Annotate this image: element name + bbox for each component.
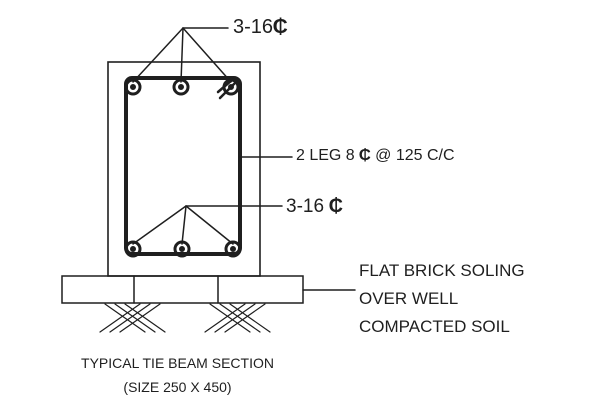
bottom-bars [124, 240, 242, 258]
top-bars-leader [132, 27, 232, 83]
top-bars-text: 3-16 [233, 16, 274, 38]
soil-hatch-left [99, 303, 166, 333]
caption-size: (SIZE 250 X 450) [123, 379, 232, 395]
stirrup-label: 2 LEG 8 ₵ @ 125 C/C [296, 147, 455, 165]
soling-line-1: FLAT BRICK SOLING [359, 261, 525, 280]
bar-symbol-icon: ₵ [328, 196, 344, 217]
stirrup-text: 2 LEG 8 [296, 147, 355, 164]
top-bars [124, 78, 240, 96]
stirrup [124, 76, 242, 256]
soling-label: FLAT BRICK SOLING OVER WELL COMPACTED SO… [359, 257, 525, 341]
caption-title: TYPICAL TIE BEAM SECTION [81, 355, 274, 371]
soling-line-2: OVER WELL [359, 289, 459, 308]
bottom-bars-text: 3-16 [286, 196, 325, 217]
stirrup-spacing-text: @ 125 C/C [375, 147, 455, 164]
soling-line-3: COMPACTED SOIL [359, 317, 510, 336]
bar-symbol-icon: ₵ [272, 16, 288, 38]
brick-soling [61, 275, 304, 304]
bottom-bars-label: 3-16 ₵ [286, 196, 343, 218]
soil-hatch-right [204, 303, 271, 333]
top-bars-label: 3-16₵ [233, 16, 288, 39]
bottom-bars-leader [132, 205, 283, 245]
bar-symbol-icon: ₵ [358, 147, 372, 164]
